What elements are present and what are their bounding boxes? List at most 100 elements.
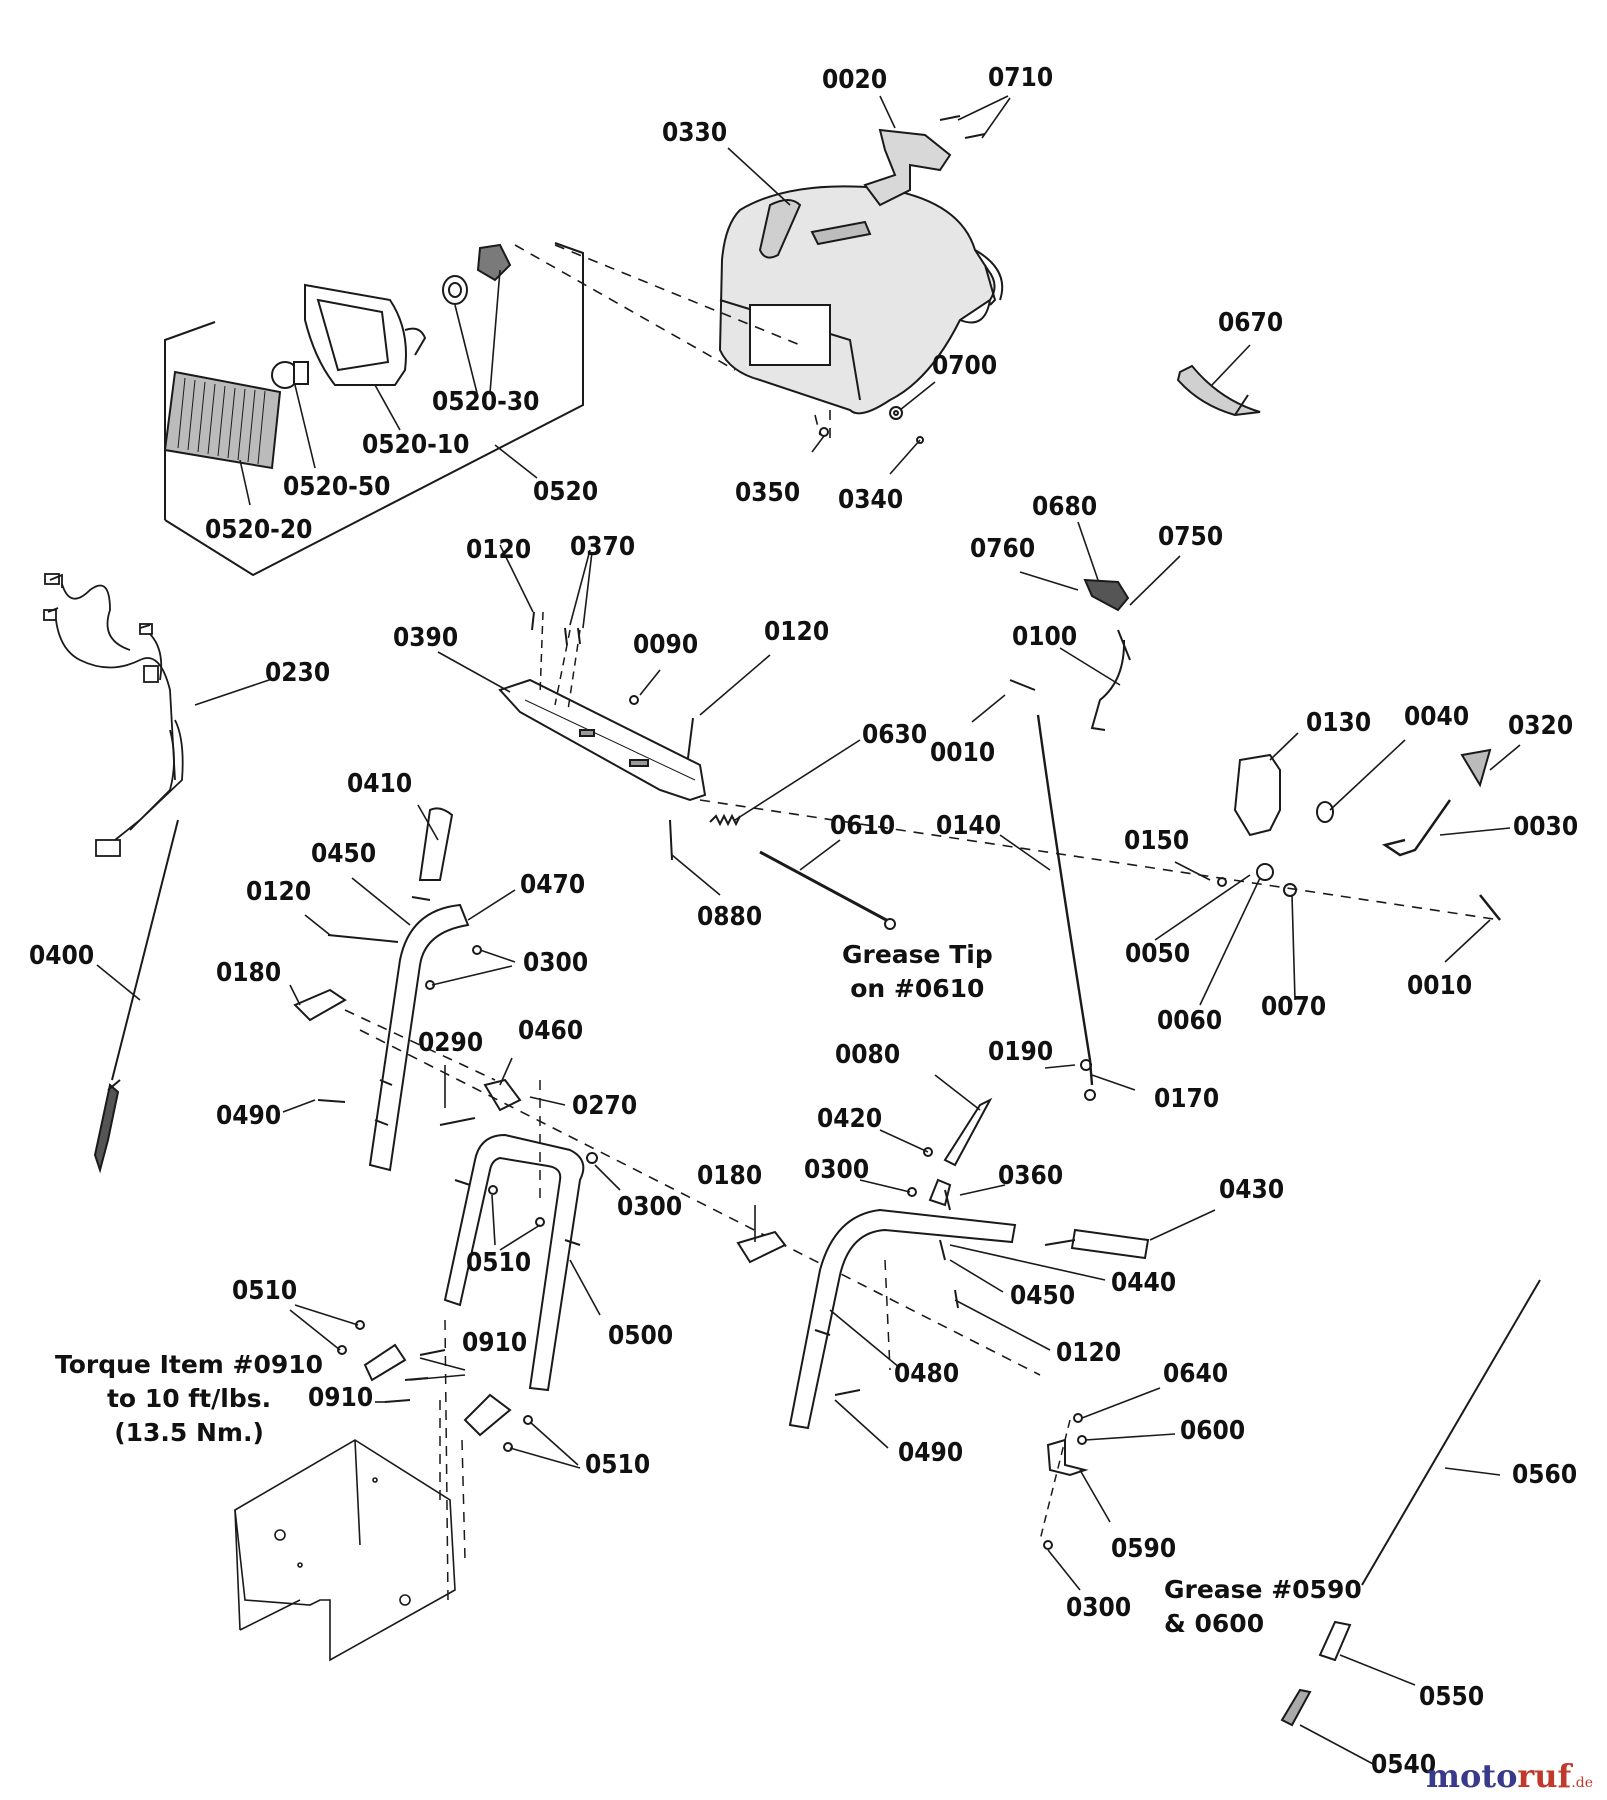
part-label-0180-a: 0180 bbox=[216, 958, 282, 988]
part-label-0760: 0760 bbox=[970, 534, 1036, 564]
part-label-0350: 0350 bbox=[735, 478, 801, 508]
rod-0610 bbox=[759, 850, 891, 924]
console-housing bbox=[718, 185, 1004, 415]
headlight-assembly-box bbox=[163, 242, 584, 577]
part-label-0590: 0590 bbox=[1111, 1534, 1177, 1564]
bracket-0130 bbox=[1233, 753, 1281, 837]
part-label-0320: 0320 bbox=[1508, 711, 1574, 741]
part-label-0370: 0370 bbox=[570, 532, 636, 562]
part-label-0700: 0700 bbox=[932, 351, 998, 381]
part-label-0520: 0520 bbox=[533, 477, 599, 507]
lever-0030 bbox=[1381, 799, 1452, 857]
part-label-0340: 0340 bbox=[838, 485, 904, 515]
cable-0560 bbox=[1361, 1279, 1541, 1586]
part-label-0630: 0630 bbox=[862, 720, 928, 750]
part-label-0120-c: 0120 bbox=[246, 877, 312, 907]
cable-0400 bbox=[93, 819, 179, 1174]
part-label-0120-d: 0120 bbox=[1056, 1338, 1122, 1368]
part-label-0520-30: 0520-30 bbox=[432, 387, 540, 417]
part-label-0510-b: 0510 bbox=[232, 1276, 298, 1306]
part-label-0190: 0190 bbox=[988, 1037, 1054, 1067]
part-label-0230: 0230 bbox=[265, 658, 331, 688]
watermark-logo: motoruf.de bbox=[1426, 1757, 1593, 1795]
part-label-0080: 0080 bbox=[835, 1040, 901, 1070]
part-label-0300-a: 0300 bbox=[523, 948, 589, 978]
part-label-0480: 0480 bbox=[894, 1359, 960, 1389]
strap-0670 bbox=[1176, 364, 1261, 417]
part-label-0910-b: 0910 bbox=[308, 1383, 374, 1413]
part-label-0680: 0680 bbox=[1032, 492, 1098, 522]
part-label-0750: 0750 bbox=[1158, 522, 1224, 552]
part-label-0540: 0540 bbox=[1371, 1750, 1437, 1780]
grip-0410 bbox=[418, 807, 454, 881]
rod-0140 bbox=[1036, 714, 1094, 1086]
part-label-0180-b: 0180 bbox=[697, 1161, 763, 1191]
part-label-0520-20: 0520-20 bbox=[205, 515, 313, 545]
handle-right-0480 bbox=[788, 1208, 1017, 1430]
part-label-0140: 0140 bbox=[936, 811, 1002, 841]
spring-0540 bbox=[1280, 1688, 1312, 1727]
part-label-0420: 0420 bbox=[817, 1104, 883, 1134]
part-label-0440: 0440 bbox=[1111, 1268, 1177, 1298]
plate-0390 bbox=[498, 611, 707, 861]
part-label-0050: 0050 bbox=[1125, 939, 1191, 969]
part-label-0490-a: 0490 bbox=[216, 1101, 282, 1131]
part-label-0410: 0410 bbox=[347, 769, 413, 799]
part-label-0040: 0040 bbox=[1404, 702, 1470, 732]
part-label-0270: 0270 bbox=[572, 1091, 638, 1121]
grip-0430 bbox=[1070, 1228, 1150, 1260]
spring-0630 bbox=[709, 813, 741, 827]
part-label-0400: 0400 bbox=[29, 941, 95, 971]
part-label-0120-a: 0120 bbox=[466, 535, 532, 565]
handle-center-0500 bbox=[443, 1133, 585, 1392]
part-label-0510-c: 0510 bbox=[585, 1450, 651, 1480]
part-label-0290: 0290 bbox=[418, 1028, 484, 1058]
part-label-0520-10: 0520-10 bbox=[362, 430, 470, 460]
knob-0320 bbox=[1460, 748, 1492, 788]
part-label-0010-a: 0010 bbox=[930, 738, 996, 768]
bracket-0020 bbox=[863, 115, 986, 207]
part-label-0710: 0710 bbox=[988, 63, 1054, 93]
part-label-0550: 0550 bbox=[1419, 1682, 1485, 1712]
part-label-0030: 0030 bbox=[1513, 812, 1579, 842]
part-label-0520-50: 0520-50 bbox=[283, 472, 391, 502]
part-label-0170: 0170 bbox=[1154, 1084, 1220, 1114]
part-label-0090: 0090 bbox=[633, 630, 699, 660]
clip-0180-left bbox=[293, 988, 347, 1022]
part-label-0600: 0600 bbox=[1180, 1416, 1246, 1446]
part-label-0120-b: 0120 bbox=[764, 617, 830, 647]
part-label-0060: 0060 bbox=[1157, 1006, 1223, 1036]
part-label-0500: 0500 bbox=[608, 1321, 674, 1351]
note-grease-tip: Grease Tip on #0610 bbox=[842, 940, 993, 1003]
part-label-0670: 0670 bbox=[1218, 308, 1284, 338]
part-label-0450-b: 0450 bbox=[1010, 1281, 1076, 1311]
part-label-0010-b: 0010 bbox=[1407, 971, 1473, 1001]
part-label-0430: 0430 bbox=[1219, 1175, 1285, 1205]
handle-left-0470 bbox=[368, 903, 470, 1172]
lever-0080 bbox=[943, 1097, 993, 1167]
part-label-0910-a: 0910 bbox=[462, 1328, 528, 1358]
wiring-harness-0230 bbox=[43, 573, 184, 857]
part-label-0070: 0070 bbox=[1261, 992, 1327, 1022]
part-label-0560: 0560 bbox=[1512, 1460, 1578, 1490]
part-label-0130: 0130 bbox=[1306, 708, 1372, 738]
part-label-0300-b: 0300 bbox=[617, 1192, 683, 1222]
part-label-0880: 0880 bbox=[697, 902, 763, 932]
part-label-0490-b: 0490 bbox=[898, 1438, 964, 1468]
part-label-0510-a: 0510 bbox=[466, 1248, 532, 1278]
part-label-0330: 0330 bbox=[662, 118, 728, 148]
part-label-0300-c: 0300 bbox=[804, 1155, 870, 1185]
part-label-0150: 0150 bbox=[1124, 826, 1190, 856]
part-label-0470: 0470 bbox=[520, 870, 586, 900]
frame bbox=[234, 1439, 456, 1662]
part-label-0610: 0610 bbox=[830, 811, 896, 841]
part-label-0460: 0460 bbox=[518, 1016, 584, 1046]
note-torque: Torque Item #0910 to 10 ft/lbs. (13.5 Nm… bbox=[55, 1350, 324, 1447]
part-label-0300-d: 0300 bbox=[1066, 1593, 1132, 1623]
part-label-0450-a: 0450 bbox=[311, 839, 377, 869]
part-label-0640: 0640 bbox=[1163, 1359, 1229, 1389]
part-label-0020: 0020 bbox=[822, 65, 888, 95]
bracket-0460 bbox=[483, 1078, 522, 1112]
leader-lines bbox=[96, 95, 1521, 1766]
